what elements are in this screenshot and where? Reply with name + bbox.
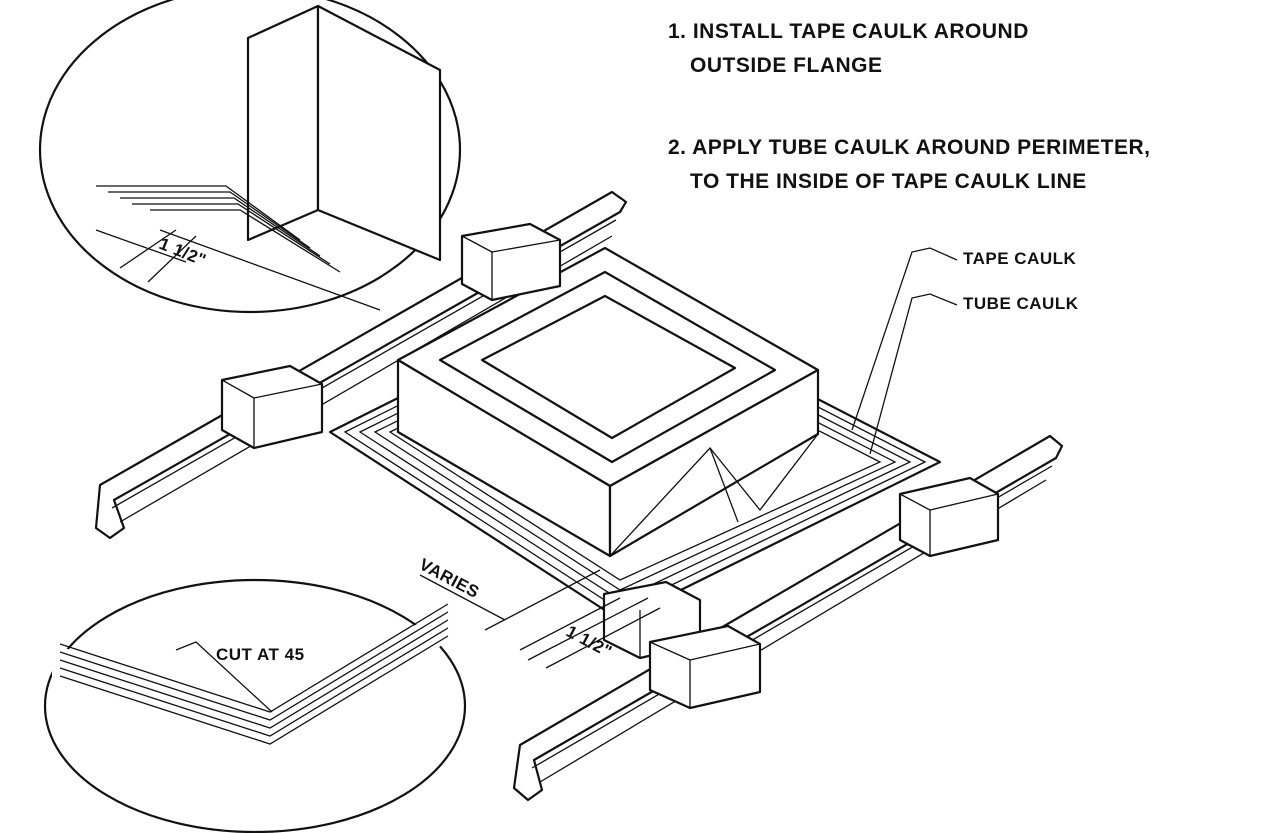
installation-notes: 1. INSTALL TAPE CAULK AROUND OUTSIDE FLA… <box>668 20 1151 193</box>
cut-detail-bubble <box>43 578 467 833</box>
note-step-1-line-2: OUTSIDE FLANGE <box>690 54 883 77</box>
note-step-2-line-2: TO THE INSIDE OF TAPE CAULK LINE <box>690 170 1087 193</box>
bracket-clip <box>648 624 762 710</box>
cut-at-45-label: CUT AT 45 <box>216 645 305 664</box>
bracket-clip <box>898 476 1000 558</box>
corner-detail-bubble <box>38 0 462 314</box>
front-dimensions <box>419 569 661 669</box>
caulk-leaders <box>851 247 958 455</box>
note-step-1-line-1: 1. INSTALL TAPE CAULK AROUND <box>668 20 1029 43</box>
tape-caulk-label: TAPE CAULK <box>963 249 1077 268</box>
bracket-clip <box>220 364 324 450</box>
rail-bracket-clips <box>220 222 1000 710</box>
note-step-2-line-1: 2. APPLY TUBE CAULK AROUND PERIMETER, <box>668 136 1151 159</box>
tube-caulk-label: TUBE CAULK <box>963 294 1079 313</box>
bracket-clip <box>460 222 562 302</box>
